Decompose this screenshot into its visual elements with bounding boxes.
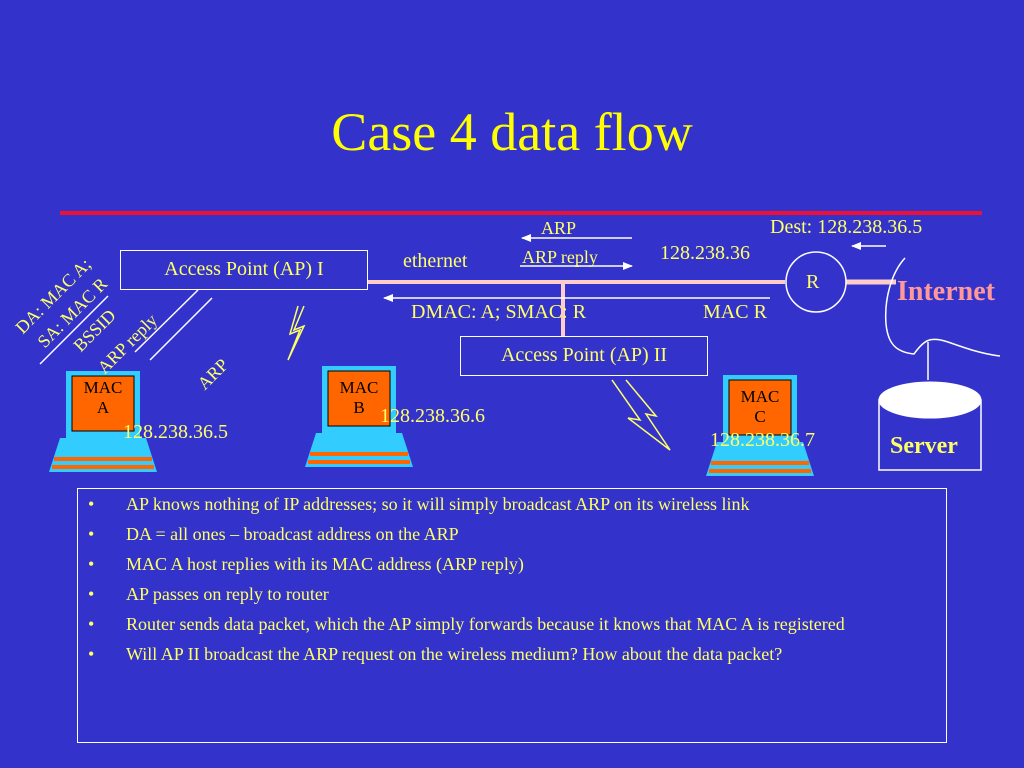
laptop-b bbox=[305, 366, 413, 467]
lightning-ap2 bbox=[611, 379, 671, 451]
router-label: R bbox=[806, 271, 820, 293]
mac-r-label: MAC R bbox=[703, 301, 767, 323]
laptop-c bbox=[706, 375, 814, 476]
mac-c-label: MAC C bbox=[740, 387, 780, 426]
arp-label: ARP bbox=[541, 218, 577, 238]
dmac-smac-label: DMAC: A; SMAC: R bbox=[411, 301, 587, 323]
subnet-label: 128.238.36 bbox=[660, 242, 750, 264]
ip-host-a: 128.238.36.5 bbox=[123, 421, 228, 443]
router-circle bbox=[785, 251, 847, 313]
ip-host-b: 128.238.36.6 bbox=[380, 405, 485, 427]
access-point-1: Access Point (AP) I bbox=[120, 250, 368, 290]
dest-label: Dest: 128.238.36.5 bbox=[770, 216, 923, 238]
page-title: Case 4 data flow bbox=[331, 102, 693, 162]
note-item: Will AP II broadcast the ARP request on … bbox=[78, 643, 928, 665]
da-diag-line bbox=[39, 295, 109, 365]
note-item: MAC A host replies with its MAC address … bbox=[78, 553, 928, 575]
lightning-ap1 bbox=[287, 305, 306, 361]
ip-host-c: 128.238.36.7 bbox=[710, 429, 815, 451]
server-top bbox=[878, 381, 982, 419]
server-label: Server bbox=[890, 433, 958, 459]
access-point-2: Access Point (AP) II bbox=[460, 336, 708, 376]
arp-diag-line bbox=[149, 297, 213, 361]
note-item: DA = all ones – broadcast address on the… bbox=[78, 523, 928, 545]
internet-cloud bbox=[884, 257, 1001, 357]
laptop-a bbox=[49, 371, 157, 472]
notes-box: AP knows nothing of IP addresses; so it … bbox=[77, 488, 947, 743]
note-item: AP knows nothing of IP addresses; so it … bbox=[78, 493, 928, 515]
mac-b-label: MAC B bbox=[339, 378, 379, 417]
mac-a-label: MAC A bbox=[83, 378, 123, 417]
notes-list: AP knows nothing of IP addresses; so it … bbox=[78, 489, 946, 665]
note-item: AP passes on reply to router bbox=[78, 583, 928, 605]
arp-reply-diag-line bbox=[134, 289, 199, 353]
note-item: Router sends data packet, which the AP s… bbox=[78, 613, 928, 635]
internet-label: Internet bbox=[897, 276, 995, 307]
arp-reply-label: ARP reply bbox=[522, 247, 598, 267]
ethernet-label: ethernet bbox=[403, 250, 468, 272]
